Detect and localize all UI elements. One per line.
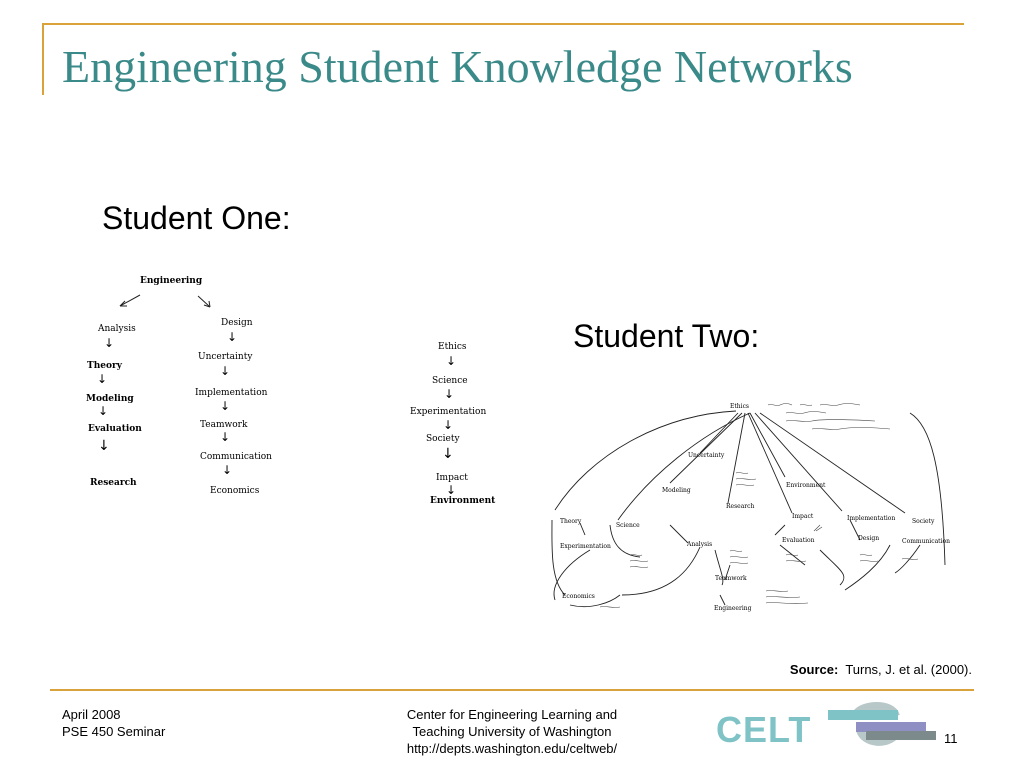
slide-title: Engineering Student Knowledge Networks: [62, 41, 853, 92]
concept-evaluation: Evaluation: [88, 424, 142, 434]
branch-arrows: [119, 294, 211, 308]
node-science: Science: [616, 522, 640, 529]
node-impact: Impact: [792, 513, 814, 520]
concept-design: Design: [221, 318, 253, 328]
node-teamwork: Teamwork: [715, 575, 747, 582]
arrow-down-icon: ↓: [222, 463, 233, 477]
arrow-down-icon: ↓: [442, 446, 454, 462]
concept-ethics: Ethics: [438, 342, 467, 352]
node-society: Society: [912, 518, 935, 525]
student-one-heading: Student One:: [102, 200, 291, 236]
arrow-down-icon: ↓: [446, 483, 457, 497]
node-modeling: Modeling: [662, 487, 691, 494]
arrow-down-icon: ↓: [444, 387, 455, 401]
source-citation: Source: Turns, J. et al. (2000).: [790, 662, 972, 677]
footer-left: April 2008 PSE 450 Seminar: [62, 706, 165, 740]
arrow-down-icon: ↓: [220, 399, 231, 413]
student-two-map: Ethics Uncertainty Environment Modeling …: [550, 395, 960, 620]
arrow-down-icon: ↓: [220, 364, 231, 378]
arrow-down-icon: ↓: [443, 418, 454, 432]
concept-impact: Impact: [436, 473, 468, 483]
concept-engineering: Engineering: [140, 276, 203, 286]
title-rule-left: [42, 23, 44, 95]
node-evaluation: Evaluation: [782, 537, 815, 544]
arrow-down-icon: ↓: [98, 438, 110, 454]
arrow-down-icon: ↓: [227, 330, 238, 344]
node-implementation: Implementation: [847, 515, 896, 522]
footer-date: April 2008: [62, 707, 121, 722]
concept-experimentation: Experimentation: [410, 407, 487, 417]
node-economics: Economics: [562, 593, 595, 600]
concept-modeling: Modeling: [86, 394, 134, 404]
concept-uncertainty: Uncertainty: [198, 352, 253, 362]
node-engineering: Engineering: [714, 605, 752, 612]
concept-implementation: Implementation: [195, 388, 268, 398]
footer-center-line2: Teaching University of Washington: [412, 724, 612, 739]
student-one-map: Engineering Analysis ↓ Theory ↓ Modeling…: [80, 270, 500, 510]
source-text: Turns, J. et al. (2000).: [845, 662, 972, 677]
concept-communication: Communication: [200, 452, 272, 462]
arrow-down-icon: ↓: [446, 354, 457, 368]
footer-rule: [50, 689, 974, 691]
node-ethics: Ethics: [730, 403, 750, 410]
arrow-down-icon: ↓: [98, 404, 109, 418]
node-environment: Environment: [786, 482, 826, 489]
node-theory: Theory: [560, 518, 582, 525]
concept-theory: Theory: [87, 361, 122, 371]
student-two-heading: Student Two:: [573, 318, 760, 354]
arrow-down-icon: ↓: [220, 430, 231, 444]
node-research: Research: [726, 503, 755, 510]
concept-science: Science: [432, 376, 468, 386]
arrow-down-icon: ↓: [104, 336, 115, 350]
footer-center: Center for Engineering Learning and Teac…: [372, 706, 652, 757]
node-experimentation: Experimentation: [560, 543, 611, 550]
footer-course: PSE 450 Seminar: [62, 724, 166, 739]
concept-analysis: Analysis: [98, 324, 136, 334]
concept-economics: Economics: [210, 486, 260, 496]
node-uncertainty: Uncertainty: [688, 452, 725, 459]
node-analysis: Analysis: [687, 541, 713, 548]
source-label: Source:: [789, 662, 839, 677]
concept-teamwork: Teamwork: [200, 420, 248, 430]
arrow-down-icon: ↓: [97, 372, 108, 386]
page-number: 11: [944, 731, 958, 746]
footer-center-url: http://depts.washington.edu/celtweb/: [406, 741, 618, 756]
network-links: [551, 403, 946, 608]
concept-environment: Environment: [430, 496, 496, 506]
concept-society: Society: [426, 434, 460, 444]
concept-research: Research: [90, 478, 137, 488]
node-design: Design: [858, 535, 880, 542]
title-rule: [42, 23, 964, 25]
footer-center-line1: Center for Engineering Learning and: [406, 707, 618, 722]
celt-logo-mark-icon: [828, 702, 936, 746]
node-communication: Communication: [902, 538, 950, 545]
celt-logo: CELT: [716, 709, 812, 750]
